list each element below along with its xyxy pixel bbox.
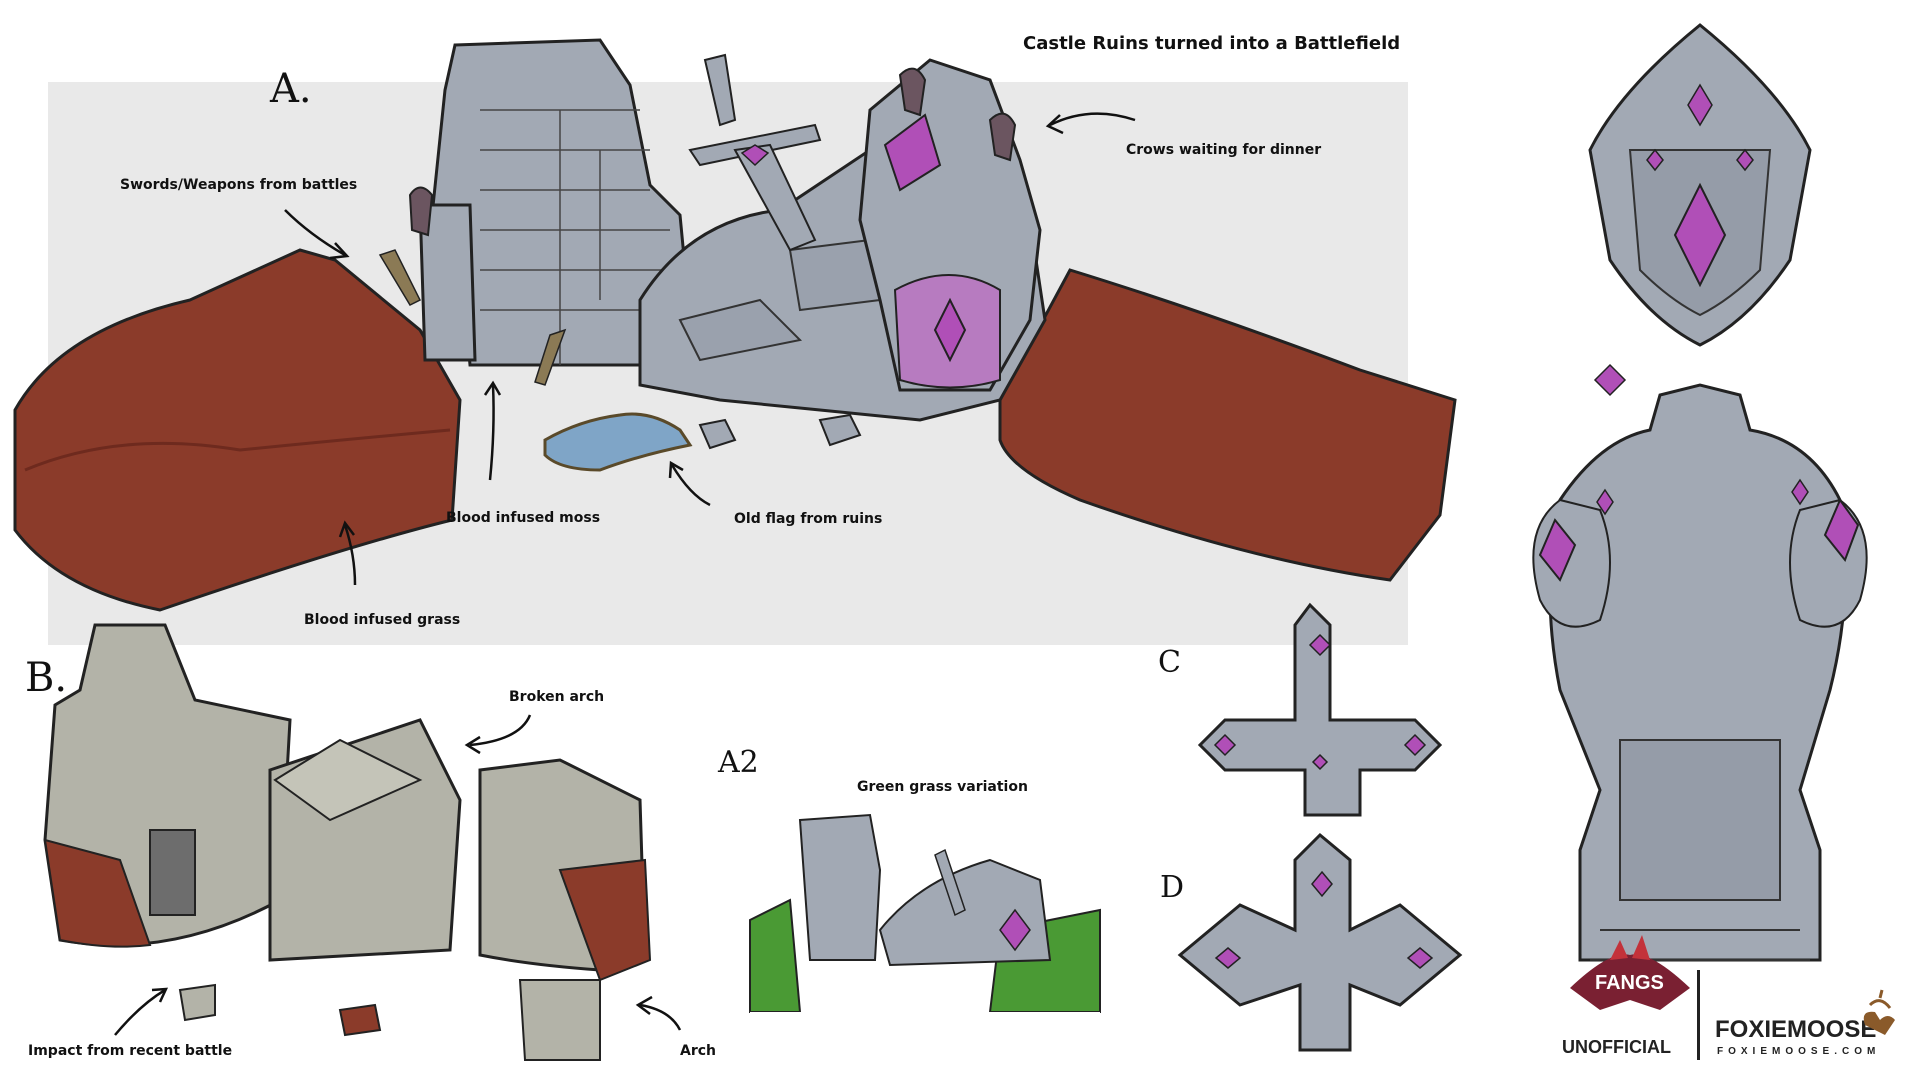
- logo-divider: [1697, 970, 1700, 1060]
- annotation-crows: Crows waiting for dinner: [1126, 142, 1322, 158]
- section-a-label: A.: [270, 66, 312, 112]
- annotation-swords: Swords/Weapons from battles: [120, 177, 358, 193]
- annotation-impact: Impact from recent battle: [28, 1043, 233, 1059]
- annotation-green-grass: Green grass variation: [857, 779, 1028, 795]
- annotation-broken-arch: Broken arch: [509, 689, 605, 705]
- section-a2-label: A2: [718, 745, 759, 780]
- section-b-label: B.: [25, 655, 68, 701]
- annotation-moss: Blood infused moss: [446, 510, 601, 526]
- fangs-logo-text: FANGS: [1595, 972, 1664, 994]
- annotation-grass: Blood infused grass: [304, 612, 461, 628]
- foxiemoose-url: FOXIEMOOSE.COM: [1717, 1046, 1881, 1057]
- foxiemoose-text: FOXIEMOOSE: [1715, 1016, 1877, 1043]
- unofficial-text: UNOFFICIAL: [1562, 1037, 1671, 1057]
- section-c-label: C: [1158, 645, 1181, 680]
- page-title: Castle Ruins turned into a Battlefield: [1023, 33, 1401, 54]
- annotation-arch: Arch: [680, 1043, 717, 1059]
- section-d-label: D: [1160, 870, 1185, 905]
- annotation-flag: Old flag from ruins: [734, 511, 883, 527]
